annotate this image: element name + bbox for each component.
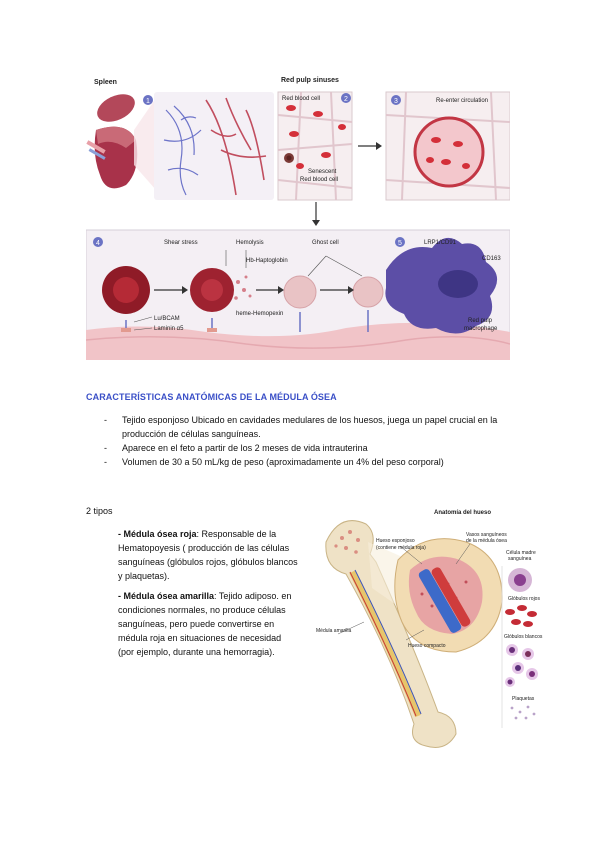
bullet-item: - Volumen de 30 a 50 mL/kg de peso (apro… xyxy=(86,455,516,469)
label-de-la-medula: de la médula ósea xyxy=(466,538,507,544)
panel-reenter-circulation: 3 Re-enter circulation xyxy=(385,91,511,201)
section-heading: CARACTERÍSTICAS ANATÓMICAS DE LA MÉDULA … xyxy=(86,392,337,402)
label-celula-madre: Célula madre xyxy=(506,550,536,556)
label-globulos-rojos: Glóbulos rojos xyxy=(508,596,540,602)
red-marrow-text: : Responsable de la Hematopoyesis ( prod… xyxy=(118,529,298,581)
step-number: 2 xyxy=(344,96,348,103)
spleen-figure-svg: 1 Spleen 2 Red pulp sinuses Red blood ce… xyxy=(85,70,511,361)
label-red-pulp-sinuses: Red pulp sinuses xyxy=(281,77,339,84)
label-senescent: Senescent xyxy=(308,169,337,175)
label-lrp1: LRP1/CD91 xyxy=(424,240,457,246)
spleen-rbc-clearance-figure: 1 Spleen 2 Red pulp sinuses Red blood ce… xyxy=(85,70,511,361)
label-red-pulp: Red pulp xyxy=(468,318,493,324)
label-hemolysis: Hemolysis xyxy=(236,240,264,246)
yellow-marrow-text: : Tejido adiposo. en condiciones normale… xyxy=(118,591,292,657)
label-hueso-compacto: Hueso compacto xyxy=(408,643,446,649)
label-contiene: (contiene médula roja) xyxy=(376,545,426,551)
label-senescent-rbc: Red blood cell xyxy=(300,177,338,183)
label-lu-bcam: Lu/BCAM xyxy=(154,316,180,322)
label-laminin: Laminin α5 xyxy=(154,326,184,332)
step-number: 1 xyxy=(146,98,150,105)
step-number: 5 xyxy=(398,240,402,247)
label-spleen: Spleen xyxy=(94,79,117,86)
label-heme-hemopexin: heme-Hemopexin xyxy=(236,311,283,317)
marrow-types: - Médula ósea roja: Responsable de la He… xyxy=(118,527,298,665)
label-vasos: Vasos sanguíneos xyxy=(466,532,507,538)
bullet-item: - Tejido esponjoso Ubicado en cavidades … xyxy=(86,413,516,441)
red-marrow-title: - Médula ósea roja xyxy=(118,529,197,539)
panel-spleen: 1 Spleen xyxy=(86,79,274,200)
panel-red-pulp: 2 Red pulp sinuses Red blood cell Senesc… xyxy=(277,77,353,201)
step-number: 3 xyxy=(394,98,398,105)
bullet-item: - Aparece en el feto a partir de los 2 m… xyxy=(86,441,516,455)
label-globulos-blancos: Glóbulos blancos xyxy=(504,634,543,640)
panel-hemolysis-macrophage: 4 5 Shear stress Hemolysis Ghost cell LR… xyxy=(85,229,511,361)
label-macrophage: macrophage xyxy=(464,326,498,332)
label-red-blood-cell: Red blood cell xyxy=(282,96,320,102)
yellow-marrow-title: - Médula ósea amarilla xyxy=(118,591,215,601)
label-sanguinea: sanguínea xyxy=(508,556,532,562)
label-reenter: Re-enter circulation xyxy=(436,98,488,104)
bullet-text: Aparece en el feto a partir de los 2 mes… xyxy=(122,443,368,453)
label-ghost-cell: Ghost cell xyxy=(312,240,339,246)
label-plaquetas: Plaquetas xyxy=(512,696,535,702)
label-hb-haptoglobin: Hb-Haptoglobin xyxy=(246,258,288,264)
label-cd163: CD163 xyxy=(482,256,501,262)
bone-figure-svg: Anatomía del hueso Hueso esponjoso (cont… xyxy=(306,502,558,752)
bullet-marker: - xyxy=(104,443,107,453)
blood-cell-column xyxy=(501,566,538,728)
bullet-text: Volumen de 30 a 50 mL/kg de peso (aproxi… xyxy=(122,457,444,467)
red-marrow-paragraph: - Médula ósea roja: Responsable de la He… xyxy=(118,527,298,583)
bullet-marker: - xyxy=(104,415,107,425)
bullet-text: Tejido esponjoso Ubicado en cavidades me… xyxy=(122,415,498,439)
bullet-list: - Tejido esponjoso Ubicado en cavidades … xyxy=(86,413,516,469)
bone-title: Anatomía del hueso xyxy=(434,510,491,516)
label-hueso-esponjoso: Hueso esponjoso xyxy=(376,538,415,544)
label-medula-amarilla: Médula amarilla xyxy=(316,628,352,634)
step-number: 4 xyxy=(96,240,100,247)
label-shear-stress: Shear stress xyxy=(164,240,198,246)
bone-anatomy-figure: Anatomía del hueso Hueso esponjoso (cont… xyxy=(306,502,558,752)
bullet-marker: - xyxy=(104,457,107,467)
yellow-marrow-paragraph: - Médula ósea amarilla: Tejido adiposo. … xyxy=(118,589,298,659)
tipos-label: 2 tipos xyxy=(86,506,113,516)
